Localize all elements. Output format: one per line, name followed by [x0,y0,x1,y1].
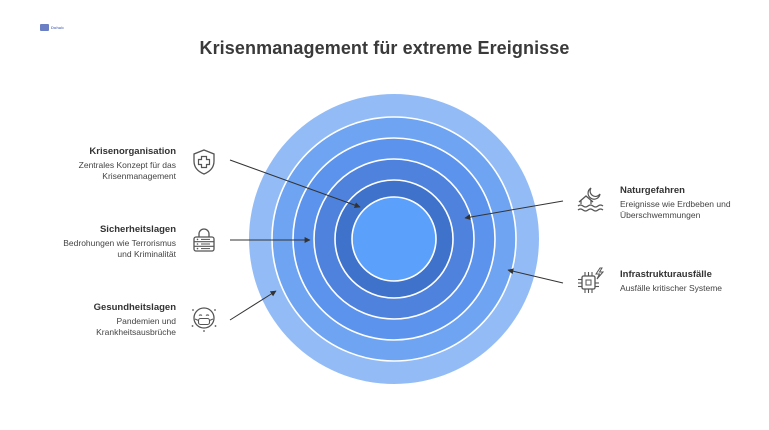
arrow-infrastrukturausfaelle [507,268,564,284]
label-naturgefahren: Naturgefahren Ereignisse wie Erdbeben un… [620,185,760,221]
arrows-group [229,159,564,321]
chip-lightning-icon [578,267,604,293]
label-desc-line: Krankheitsausbrüche [96,327,176,337]
logo-mark-icon [40,24,49,31]
ring-core [351,196,437,282]
label-krisenorganisation: Krisenorganisation Zentrales Konzept für… [0,146,176,182]
arrow-naturgefahren [464,200,564,221]
label-title: Infrastrukturausfälle [620,269,712,280]
label-desc-line: Pandemien und [116,316,176,326]
label-desc-line: Überschwemmungen [620,210,701,220]
label-title: Sicherheitslagen [99,224,176,235]
lock-server-icon [193,228,215,252]
mask-face-icon [191,307,217,332]
label-desc-line: Ereignisse wie Erdbeben und [620,199,731,209]
logo-text: Dohub [51,24,64,30]
rings-group [249,94,539,384]
label-desc-line: und Kriminalität [117,249,176,259]
label-sicherheitslagen: Sicherheitslagen Bedrohungen wie Terrori… [0,224,176,260]
label-title: Gesundheitslagen [93,302,176,313]
page-title: Krisenmanagement für extreme Ereignisse [199,38,570,58]
label-desc-line: Krisenmanagement [102,171,176,181]
arrow-gesundheitslagen [229,290,277,321]
shield-cross-icon [193,149,215,175]
house-flood-icon [577,187,604,212]
label-desc-line: Ausfälle kritischer Systeme [620,283,723,293]
arrow-krisenorganisation [229,159,361,208]
label-title: Krisenorganisation [89,146,176,157]
label-desc-line: Bedrohungen wie Terrorismus [63,238,176,248]
label-gesundheitslagen: Gesundheitslagen Pandemien und Krankheit… [0,302,176,338]
label-desc-line: Zentrales Konzept für das [78,160,176,170]
label-title: Naturgefahren [620,185,685,196]
label-infrastrukturausfaelle: Infrastrukturausfälle Ausfälle kritische… [620,269,760,294]
brand-logo: Dohub [40,24,64,31]
